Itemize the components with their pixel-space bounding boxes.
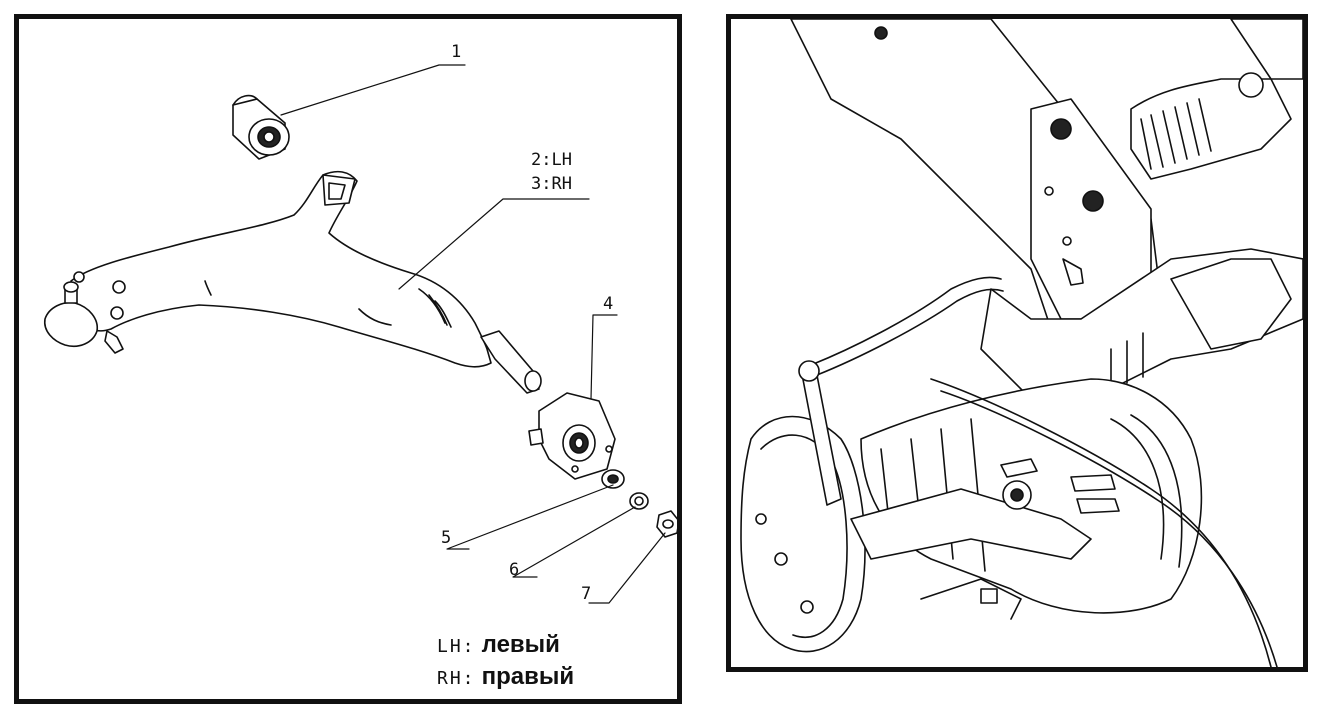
legend-rh-word: правый [481,663,575,690]
legend-rh-abbr: RH: [437,668,476,689]
callout-7: 7 [581,584,591,604]
brake-line [920,378,1278,667]
nut-part-7 [656,510,677,538]
legend-lh-word: левый [481,631,560,658]
spring-washer-part-6 [629,492,649,510]
callout-5: 5 [441,528,451,548]
callout-2: 2:LH [531,150,572,170]
callout-1: 1 [451,42,461,62]
steering-knuckle [740,360,866,653]
installed-view-panel [726,14,1308,672]
legend-rh: RH: правый [437,663,574,691]
callout-6: 6 [509,560,519,580]
exploded-view-drawing: 1 2:LH 3:RH 4 5 6 7 [43,42,677,604]
installed-view-drawing [740,19,1303,667]
rear-bushing-part-4 [528,392,616,480]
callout-3: 3:RH [531,174,572,194]
callout-4: 4 [603,294,613,314]
lower-control-arm [850,458,1120,560]
steering-boot [1130,19,1303,180]
control-arm-part-2-3 [43,170,542,394]
tie-rod-assembly [810,248,1303,400]
washer-part-5 [601,469,625,489]
leader-lines [280,64,666,604]
legend-lh-abbr: LH: [437,636,476,657]
exploded-view-panel: 1 2:LH 3:RH 4 5 6 7 LH: левый RH: правый [14,14,682,704]
bushing-part-1 [232,94,290,160]
legend-lh: LH: левый [437,631,560,659]
